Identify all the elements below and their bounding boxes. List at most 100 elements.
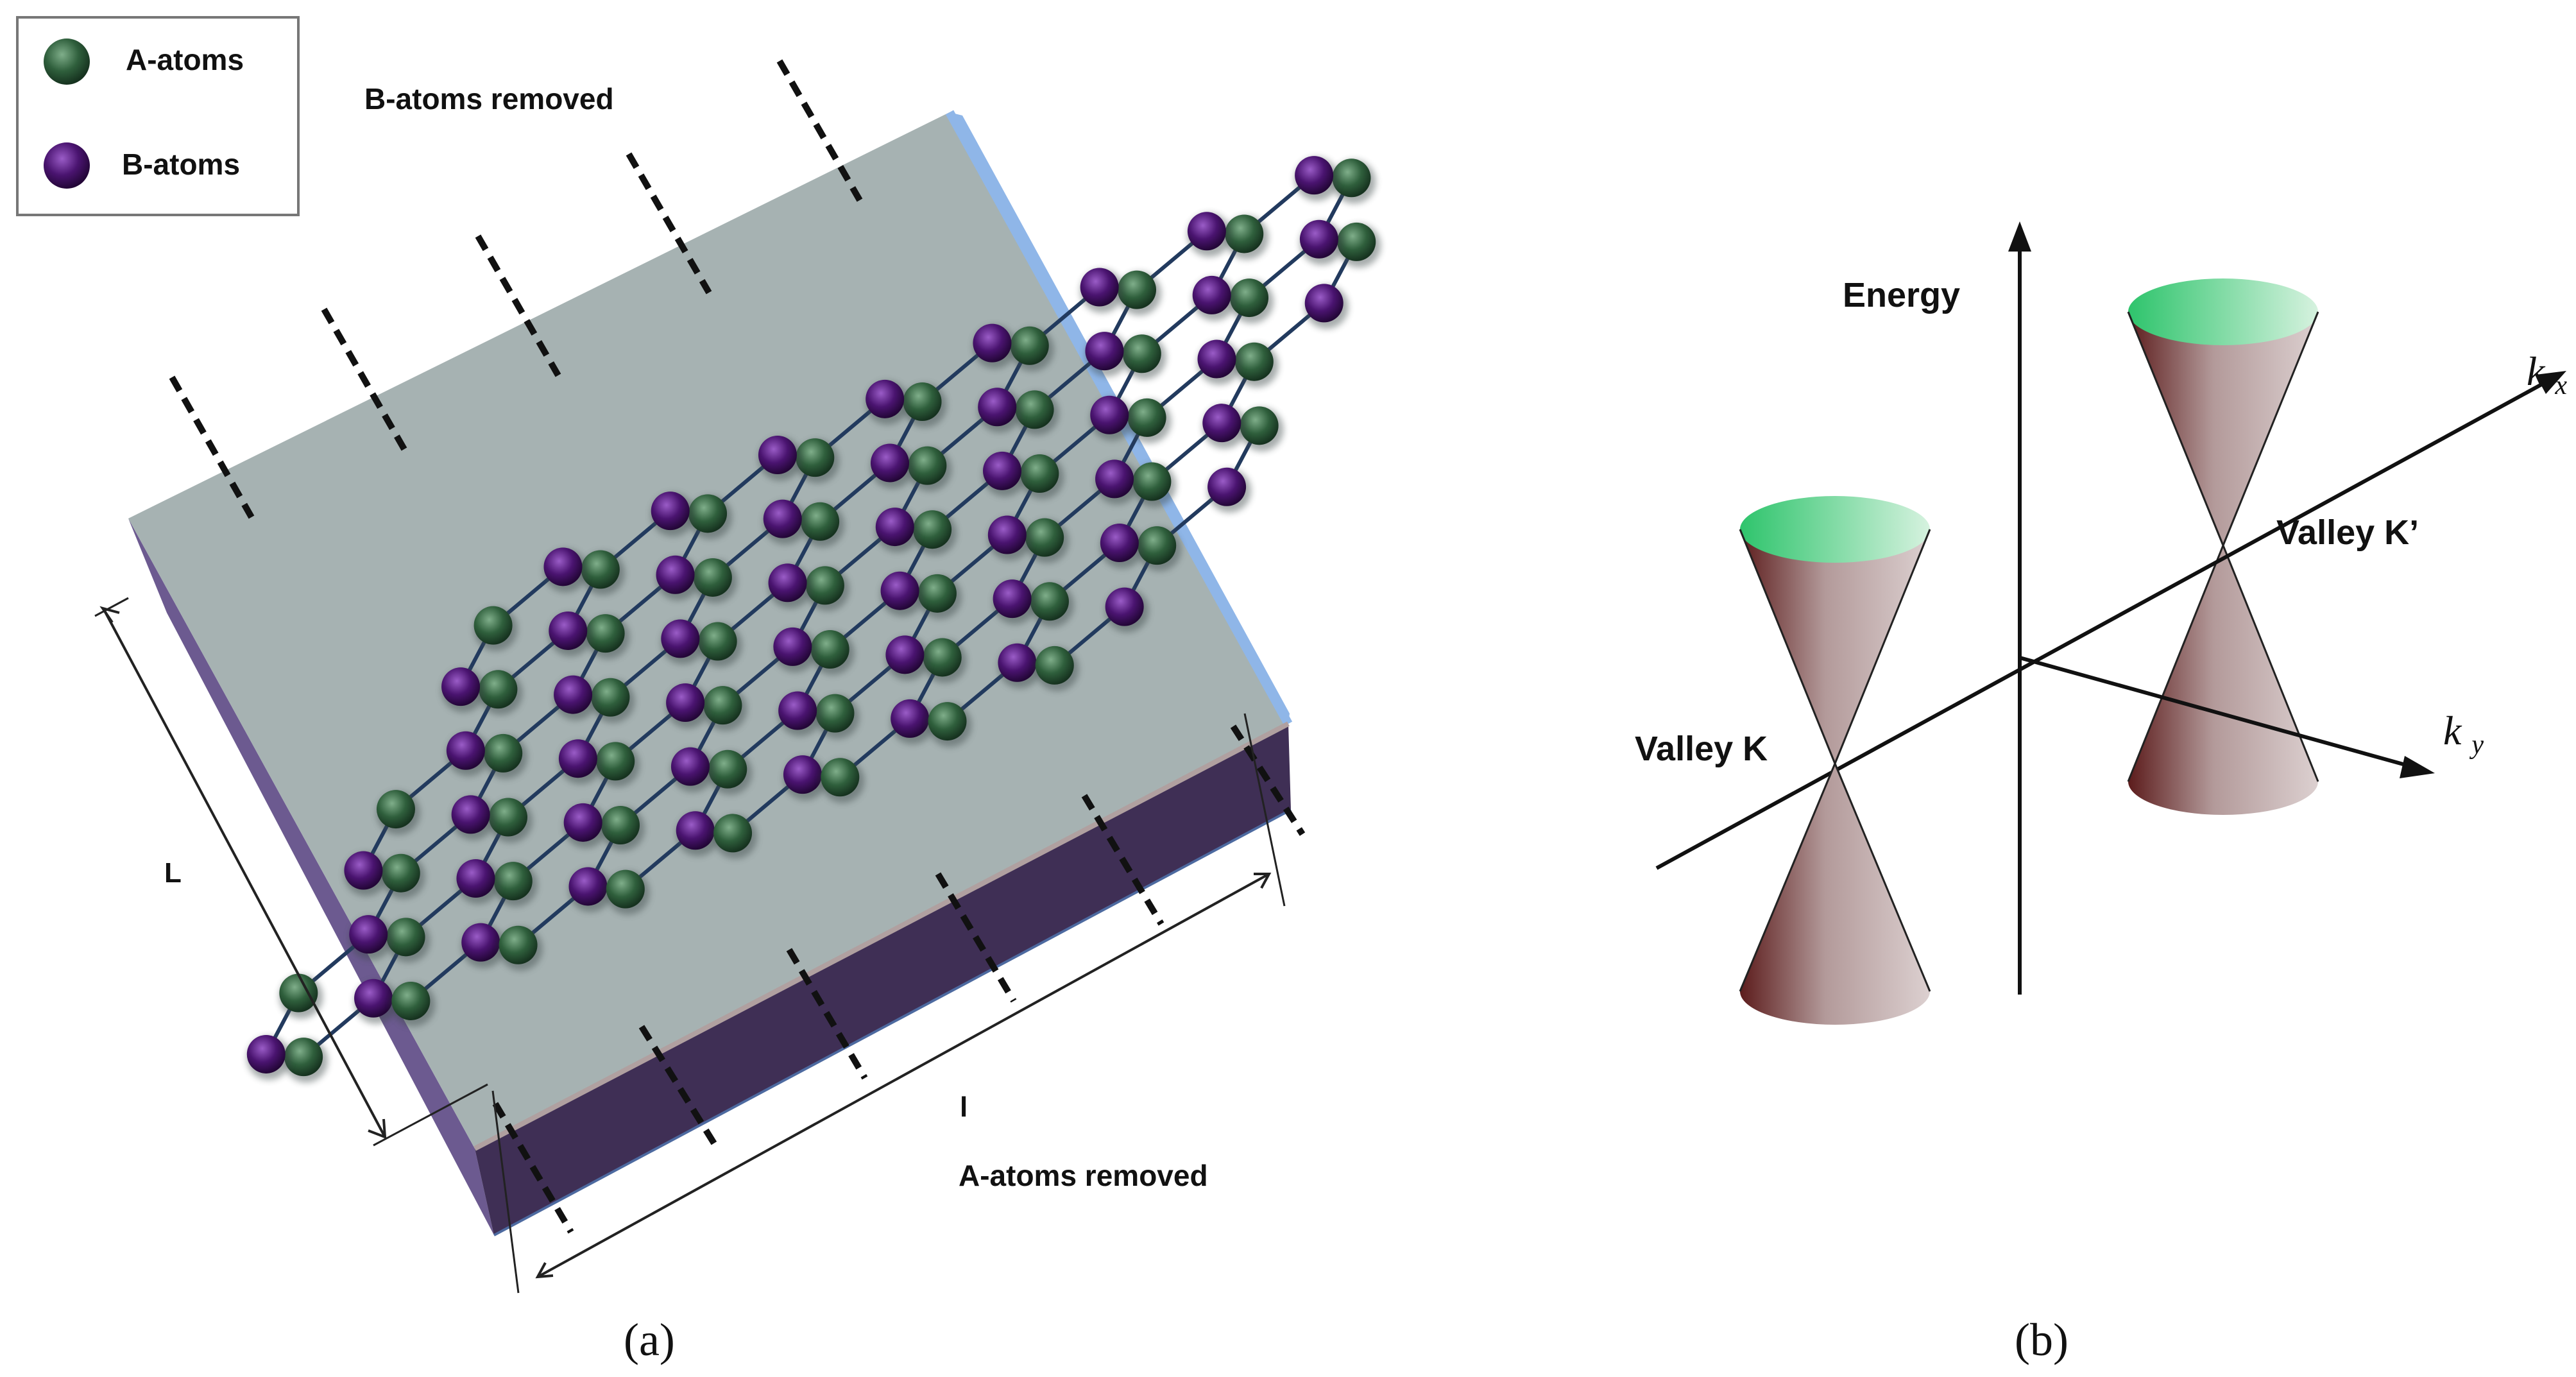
a-atom <box>284 1038 323 1077</box>
b-atom <box>558 739 597 778</box>
a-atom <box>591 678 630 717</box>
slab-front-face <box>475 724 1291 1235</box>
b-atom <box>549 611 588 650</box>
b-atom <box>666 683 705 723</box>
b-atom <box>1304 284 1343 323</box>
b-atom <box>1100 523 1139 562</box>
cone-k-lower <box>1740 764 1930 991</box>
b-atom <box>656 555 695 594</box>
slab-left-face <box>128 518 494 1235</box>
panel-b: Energy Valley K Valley K’ k x k y (b) <box>1635 221 2567 1365</box>
b-atom <box>670 747 710 786</box>
b-atom <box>446 731 485 770</box>
label-valley-k: Valley K <box>1635 730 1768 768</box>
b-atom <box>651 492 690 531</box>
lattice-atoms <box>246 156 1381 1083</box>
b-atom <box>543 547 583 586</box>
b-atom <box>1105 587 1144 626</box>
a-atom <box>493 862 533 901</box>
b-atom <box>768 563 807 603</box>
a-atom <box>601 805 640 844</box>
a-atom <box>708 749 747 789</box>
a-atom <box>376 790 415 829</box>
b-atom <box>891 699 930 738</box>
a-atom <box>703 686 742 725</box>
kx-axis <box>1655 377 2554 870</box>
a-atom <box>489 798 528 837</box>
b-atom <box>441 667 481 706</box>
a-atom <box>1030 582 1069 621</box>
a-atom <box>581 550 620 589</box>
b-atom <box>778 691 817 730</box>
a-atom <box>499 925 538 964</box>
a-atom <box>596 742 635 781</box>
a-atom <box>688 494 728 533</box>
ky-axis <box>2019 656 2413 769</box>
b-atom <box>1295 156 1334 195</box>
cone-kprime-upper <box>2128 312 2318 545</box>
b-atom <box>1299 219 1338 259</box>
label-kx-k: k <box>2527 348 2546 394</box>
b-atom <box>885 635 925 674</box>
b-atom <box>993 579 1032 619</box>
dashed-line-a-edge <box>786 948 868 1080</box>
b-atom <box>568 867 608 906</box>
a-atom <box>391 981 431 1020</box>
a-atom <box>1337 222 1376 261</box>
legend-a-atom-swatch <box>44 38 90 85</box>
b-atom <box>456 859 495 898</box>
b-atom <box>563 803 602 842</box>
dashed-line-a-edge <box>492 1102 574 1234</box>
a-atom <box>1234 342 1274 381</box>
b-atom <box>354 979 393 1018</box>
a-atom <box>1240 406 1279 445</box>
b-atom <box>1085 332 1124 371</box>
dimension-L <box>94 597 488 1147</box>
b-atom <box>983 451 1022 490</box>
legend-b-atoms-label: B-atoms <box>122 148 240 181</box>
b-atom <box>973 323 1012 363</box>
a-atom <box>810 630 849 669</box>
a-atom <box>279 973 318 1013</box>
legend-a-atoms-label: A-atoms <box>126 43 244 76</box>
slab-front-edge-top <box>473 721 1290 1151</box>
a-atom <box>484 733 523 773</box>
a-atom <box>1117 270 1156 309</box>
a-atom <box>1035 646 1074 685</box>
b-atom <box>870 443 909 483</box>
dashed-line-b-edge <box>321 307 407 451</box>
a-atom <box>928 702 967 741</box>
a-atom <box>586 614 625 653</box>
a-atom <box>908 446 947 485</box>
caption-a: (a) <box>624 1314 675 1365</box>
a-atom <box>1225 214 1264 253</box>
legend: A-atoms B-atoms <box>16 16 300 216</box>
b-atom <box>676 811 715 850</box>
b-atom <box>875 508 914 547</box>
dashed-line-a-edge <box>1230 724 1306 836</box>
a-atom <box>917 574 957 613</box>
cone-kprime-lower <box>2128 545 2318 782</box>
kx-axis-arrowhead <box>2536 371 2566 394</box>
a-atom <box>473 606 513 645</box>
b-atom <box>998 643 1037 682</box>
b-atom <box>783 755 822 794</box>
a-atom <box>693 558 732 597</box>
b-atom <box>758 435 797 474</box>
dashed-line-a-edge <box>1081 794 1164 926</box>
a-atom <box>381 853 420 893</box>
label-ky-sub: y <box>2469 730 2484 760</box>
a-atom <box>903 382 942 421</box>
caption-b: (b) <box>2015 1314 2068 1365</box>
b-atom <box>866 379 905 418</box>
a-atom <box>1020 454 1059 493</box>
a-atom <box>1332 158 1371 198</box>
b-atom <box>661 619 700 658</box>
dashed-line-b-edge <box>776 59 863 202</box>
b-atom <box>880 571 919 610</box>
a-atom <box>815 694 855 733</box>
cone-valley-k <box>1739 496 1931 1025</box>
a-atom <box>1122 334 1161 373</box>
label-kx-sub: x <box>2554 371 2567 400</box>
